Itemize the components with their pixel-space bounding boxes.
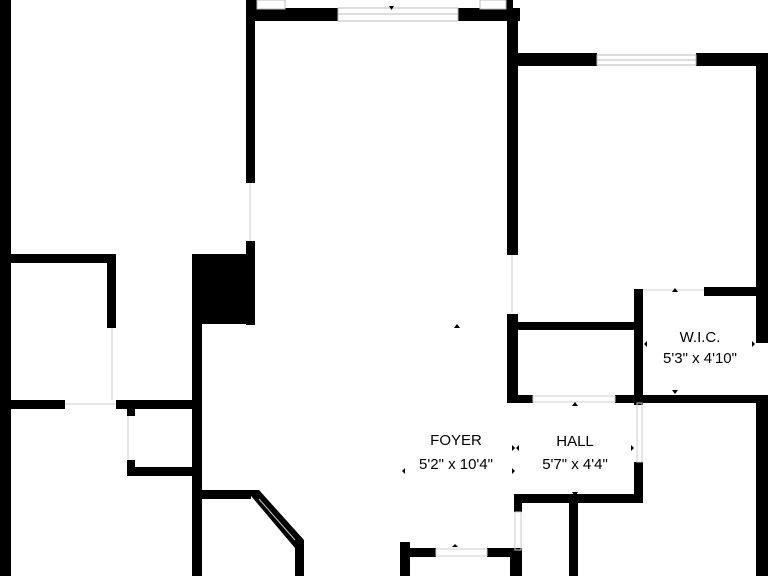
wall-left-room-divider	[107, 254, 116, 328]
wall-closet-angle-diagonal	[246, 490, 304, 548]
wall-bedroom-right	[756, 53, 768, 343]
wall-entry-right-top	[487, 548, 522, 557]
wall-entry-left	[400, 542, 410, 576]
wall-pillar	[192, 254, 254, 324]
room-name-wic: W.I.C.	[680, 329, 721, 346]
marker-foyer-right-b	[512, 468, 515, 474]
wall-left-outer	[0, 0, 11, 576]
wall-bath-divider	[569, 494, 578, 576]
marker-wic-left	[644, 341, 647, 347]
marker-main-center	[454, 324, 460, 328]
dimension-markers	[389, 6, 755, 547]
wall-closet-angle-right	[295, 540, 304, 576]
room-name-hall: HALL	[556, 433, 594, 450]
room-label-hall: HALL 5'7" x 4'4"	[542, 433, 608, 473]
marker-wic-top	[672, 288, 678, 292]
wall-left-mid-a	[0, 400, 65, 409]
wall-left-closet-bottom	[127, 467, 200, 476]
marker-wic-bottom	[672, 390, 678, 394]
room-label-wic: W.I.C. 5'3" x 4'10"	[663, 329, 737, 367]
marker-wic-right	[752, 341, 755, 347]
marker-hall-bottom	[572, 492, 578, 496]
wall-hall-bottom	[515, 494, 643, 503]
wall-bedroom-top-b	[696, 53, 768, 66]
wall-foyer-left	[192, 324, 202, 576]
wall-wic-bottom	[615, 395, 768, 403]
marker-hall-left	[516, 445, 519, 451]
room-dimensions-wic: 5'3" x 4'10"	[663, 350, 737, 367]
marker-foyer-bottom	[452, 544, 458, 547]
wall-closet-bottom	[507, 395, 533, 403]
wall-far-right-lower	[756, 398, 768, 576]
wall-bedroom-top-a	[507, 53, 597, 66]
wall-left-mid-stub	[127, 400, 135, 416]
wall-left-room-top	[0, 254, 116, 263]
window-top-left-small	[256, 0, 286, 10]
room-dimensions-hall: 5'7" x 4'4"	[542, 456, 608, 473]
wall-main-right-upper	[507, 8, 518, 255]
wall-foyer-right-stub	[514, 494, 522, 512]
wall-wic-left	[634, 289, 643, 405]
marker-foyer-left	[402, 468, 405, 474]
wall-closet-top	[507, 322, 642, 330]
wall-wic-top	[704, 287, 768, 296]
wall-main-left-upper	[246, 0, 255, 183]
wall-top-a	[246, 8, 338, 21]
wall-top-b	[458, 8, 520, 21]
wall-entry-right	[510, 548, 522, 576]
marker-main-top	[389, 6, 394, 10]
marker-foyer-right	[512, 445, 515, 451]
marker-hall-right	[631, 445, 634, 451]
room-name-foyer: FOYER	[430, 432, 482, 449]
marker-hall-top	[572, 402, 578, 406]
window-sash-lines	[338, 13, 696, 61]
wall-left-mid-b	[116, 400, 200, 409]
wall-hall-right	[634, 462, 643, 502]
wall-top-nub-right	[506, 0, 513, 12]
room-label-foyer: FOYER 5'2" x 10'4"	[419, 432, 493, 473]
window-top-right-small	[479, 0, 507, 10]
wall-main-right-lower	[507, 314, 518, 402]
wall-closet-angle-top	[200, 490, 251, 499]
door-openings	[65, 183, 704, 557]
wall-entry-left-top	[400, 548, 436, 557]
room-dimensions-foyer: 5'2" x 10'4"	[419, 456, 493, 473]
